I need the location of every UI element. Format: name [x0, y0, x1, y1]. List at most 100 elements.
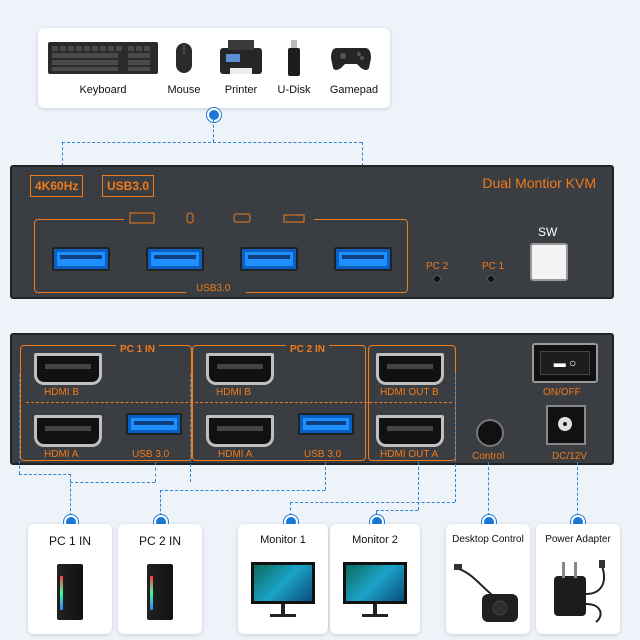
desktop-control-card: Desktop Control [446, 524, 530, 634]
row-divider [26, 402, 452, 403]
monitor2-link-line [376, 510, 377, 516]
pc2-link-line [325, 462, 326, 490]
pc1-hdmi-a-port[interactable] [34, 415, 102, 447]
pc2-input-group [192, 345, 366, 461]
peripherals-card: Keyboard Mouse Printer U-Disk Gamepad [38, 28, 390, 108]
monitor1-link-line [290, 502, 291, 516]
power-switch-label: ON/OFF [543, 387, 581, 398]
led-pc2 [433, 275, 441, 283]
hdmi-out-a-port[interactable] [376, 415, 444, 447]
power-adapter-icon [542, 554, 614, 628]
peripherals-line [362, 142, 363, 166]
pc1-input-group [20, 345, 192, 461]
pc1-link-line [70, 474, 71, 516]
printer-label: Printer [224, 84, 258, 96]
hdmi-out-a-label: HDMI OUT A [380, 449, 439, 460]
monitor-icon [343, 562, 407, 604]
pc2-hdmi-b-port[interactable] [206, 353, 274, 385]
pc2-card: PC 2 IN [118, 524, 202, 634]
monitor-stand [373, 604, 377, 614]
usb-group-label-bg [186, 283, 246, 297]
monitor2-card-label: Monitor 2 [352, 534, 398, 546]
pc1-card: PC 1 IN [28, 524, 112, 634]
desktop-control-label: Desktop Control [452, 534, 524, 545]
kvm-rear-panel: PC 1 IN PC 2 IN HDMI B HDMI A USB 3.0 HD… [10, 333, 614, 465]
resolution-text: 4K60Hz [35, 179, 79, 193]
pc2-link-line [160, 490, 325, 491]
usb-icon-strip [124, 211, 314, 225]
pc2-usb-label: USB 3.0 [304, 449, 342, 460]
monitor2-link-line [376, 510, 418, 511]
power-adapter-label: Power Adapter [545, 534, 611, 545]
pc1-hdmi-a-label: HDMI A [44, 449, 79, 460]
pc2-link-line [160, 490, 161, 516]
front-usb-port-1[interactable] [52, 247, 110, 271]
monitor-stand [281, 604, 285, 614]
pc-tower-icon [147, 564, 173, 620]
usb-drive-icon [288, 40, 300, 76]
peripherals-connector-dot [207, 108, 221, 122]
pc2-hdmi-b-label: HDMI B [216, 387, 251, 398]
pc1-link-line [155, 462, 156, 482]
front-usb-port-2[interactable] [146, 247, 204, 271]
monitor1-card: Monitor 1 [238, 524, 328, 634]
keyboard-label: Keyboard [79, 84, 127, 96]
dc-label: DC/12V [552, 451, 588, 462]
monitor2-card: Monitor 2 [330, 524, 420, 634]
control-port[interactable] [476, 419, 504, 447]
monitor1-link-line [455, 374, 456, 502]
pc1-usb-port[interactable] [126, 413, 182, 435]
monitor1-link-line [290, 502, 455, 503]
pc2-card-label: PC 2 IN [138, 534, 181, 548]
control-label: Control [472, 451, 505, 462]
switch-label: SW [538, 225, 558, 239]
dc-power-jack[interactable] [546, 405, 586, 445]
pc2-link-line [190, 374, 191, 482]
power-adapter-card: Power Adapter [536, 524, 620, 634]
hdmi-out-b-label: HDMI OUT B [380, 387, 439, 398]
pc1-hdmi-b-label: HDMI B [44, 387, 79, 398]
kvm-front-panel: 4K60Hz USB3.0 Dual Montior KVM USB3.0 PC… [10, 165, 614, 299]
pc1-card-label: PC 1 IN [48, 534, 91, 548]
desktop-controller-icon [452, 558, 524, 628]
gamepad-label: Gamepad [329, 84, 379, 96]
usb-badge: USB3.0 [102, 175, 155, 197]
power-link-line [577, 462, 578, 516]
pc1-link-line [70, 482, 155, 483]
udisk-label: U-Disk [277, 84, 311, 96]
pc2-usb-port[interactable] [298, 413, 354, 435]
front-usb-port-4[interactable] [334, 247, 392, 271]
power-rocker-switch[interactable]: ▬ ○ [532, 343, 598, 383]
pc2-group-label: PC 2 IN [290, 344, 326, 355]
led-pc1 [487, 275, 495, 283]
mouse-label: Mouse [167, 84, 201, 96]
pc1-link-line [19, 474, 71, 475]
usb-group-label: USB3.0 [196, 283, 231, 294]
keyboard-icon [48, 42, 158, 74]
pc2-hdmi-a-label: HDMI A [218, 449, 253, 460]
control-link-line [488, 462, 489, 516]
led-pc1-label: PC 1 [482, 261, 505, 272]
peripherals-line [62, 142, 63, 166]
pc1-group-tag: PC 1 IN [116, 339, 160, 357]
mouse-icon [175, 42, 193, 74]
pc1-group-label: PC 1 IN [120, 344, 156, 355]
gamepad-icon [331, 44, 371, 72]
usb-badge-text: USB3.0 [107, 179, 150, 193]
hdmi-out-b-port[interactable] [376, 353, 444, 385]
monitor1-card-label: Monitor 1 [260, 534, 306, 546]
pc1-hdmi-b-port[interactable] [34, 353, 102, 385]
pc2-group-tag: PC 2 IN [286, 339, 330, 357]
switch-button[interactable] [530, 243, 568, 281]
resolution-badge: 4K60Hz [30, 175, 84, 197]
pc1-usb-label: USB 3.0 [132, 449, 170, 460]
front-usb-port-3[interactable] [240, 247, 298, 271]
monitor-icon [251, 562, 315, 604]
monitor-base [270, 614, 296, 617]
peripherals-line [62, 142, 362, 143]
peripherals-line [213, 120, 214, 142]
pc2-hdmi-a-port[interactable] [206, 415, 274, 447]
pc1-link-line [19, 374, 20, 474]
monitor2-link-line [418, 462, 419, 510]
printer-icon [216, 38, 266, 78]
